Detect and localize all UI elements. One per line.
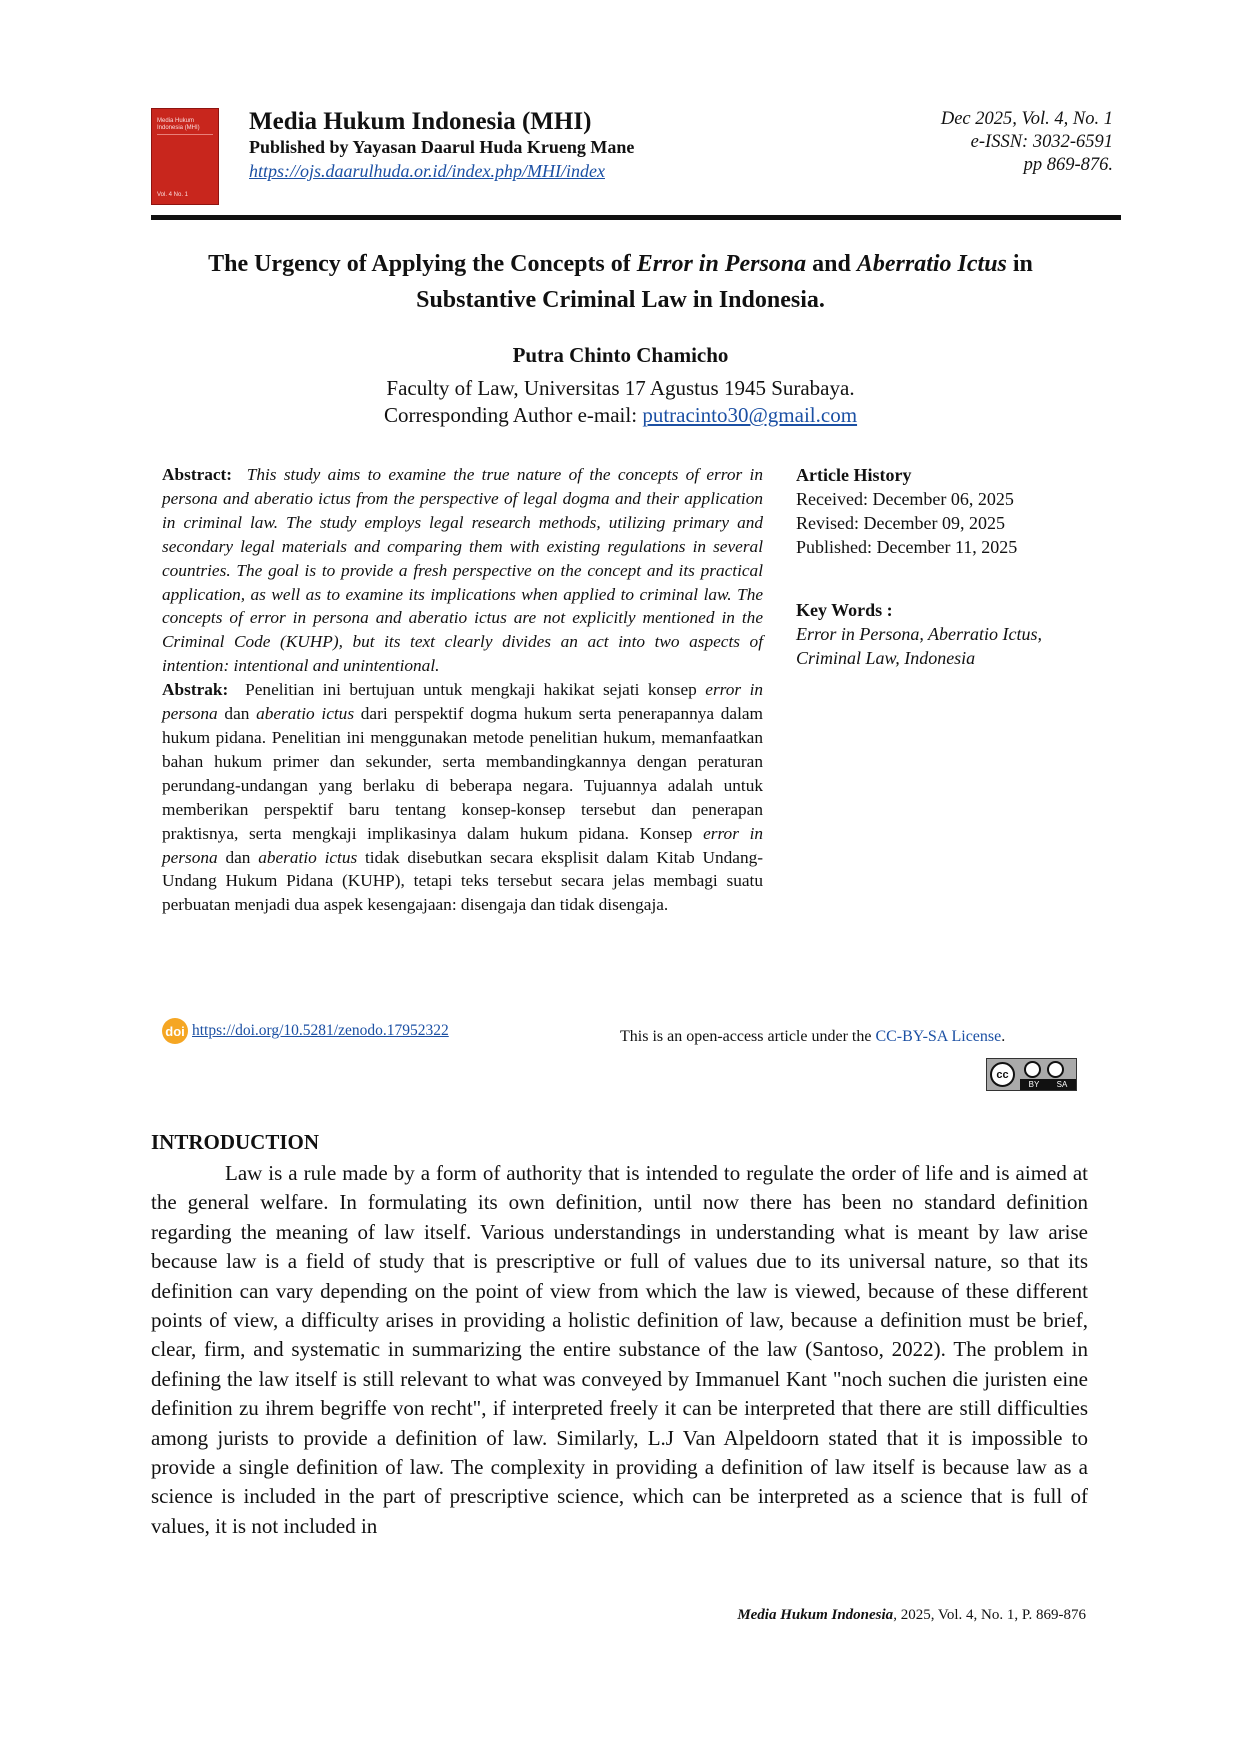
title-emphasis: Aberratio Ictus: [856, 251, 1007, 277]
cc-by-sa-badge-icon[interactable]: cc BY SA: [986, 1058, 1077, 1091]
abstract-indonesian: Abstrak: Penelitian ini bertujuan untuk …: [162, 678, 763, 917]
abstrak-text: dan: [217, 847, 259, 867]
article-history-panel: Article History Received: December 06, 2…: [796, 463, 1116, 670]
history-received: Received: December 06, 2025: [796, 489, 1014, 509]
title-part: The Urgency of Applying the Concepts of: [208, 251, 637, 277]
title-emphasis: Error in Persona: [636, 251, 807, 277]
keywords-line: Criminal Law, Indonesia: [796, 648, 976, 668]
keywords-heading: Key Words :: [796, 600, 893, 620]
doi-link[interactable]: https://doi.org/10.5281/zenodo.17952322: [192, 1022, 449, 1039]
history-heading: Article History: [796, 465, 912, 485]
title-line-2: Substantive Criminal Law in Indonesia.: [416, 287, 825, 313]
abstrak-emphasis: error in persona: [162, 680, 764, 724]
abstract-english-text: This study aims to examine the true natu…: [162, 465, 763, 676]
author-affiliation: Faculty of Law, Universitas 17 Agustus 1…: [386, 376, 855, 400]
journal-cover-thumbnail: Media Hukum Indonesia (MHI) Vol. 4 No. 1: [151, 108, 219, 205]
issue-pages: pp 869-876.: [1023, 155, 1113, 175]
journal-name: Media Hukum Indonesia (MHI): [249, 108, 592, 135]
corr-email-link[interactable]: putracinto30@gmail.com: [642, 403, 858, 427]
article-title: The Urgency of Applying the Concepts of …: [140, 246, 1101, 318]
abstrak-emphasis: error in persona: [162, 823, 764, 867]
doi-row: doi https://doi.org/10.5281/zenodo.17952…: [162, 1018, 449, 1044]
abstrak-text: Penelitian ini bertujuan untuk mengkaji …: [245, 680, 706, 700]
footer-journal: Media Hukum Indonesia: [737, 1607, 894, 1623]
license-text: This is an open-access article under the: [620, 1028, 876, 1045]
header-rule: [151, 215, 1121, 220]
abstract-block: Abstract: This study aims to examine the…: [162, 463, 763, 917]
license-link[interactable]: CC-BY-SA License: [875, 1028, 1002, 1045]
keywords-values: Error in Persona, Aberratio Ictus, Crimi…: [796, 622, 1116, 670]
journal-url-link[interactable]: https://ojs.daarulhuda.or.id/index.php/M…: [249, 161, 605, 181]
section-heading-introduction: INTRODUCTION: [151, 1130, 320, 1154]
abstrak-text: dan: [217, 704, 257, 724]
author-name: Putra Chinto Chamicho: [512, 343, 729, 367]
publisher: Published by Yayasan Daarul Huda Krueng …: [249, 137, 635, 157]
keywords-line: Error in Persona, Aberratio Ictus,: [796, 624, 1042, 644]
introduction-paragraph: Law is a rule made by a form of authorit…: [151, 1161, 1088, 1538]
badge-sa-label: SA: [1056, 1080, 1068, 1089]
abstrak-emphasis: aberatio ictus: [256, 704, 355, 724]
doi-icon: doi: [162, 1018, 188, 1044]
abstrak-text: tidak disebutkan secara eksplisit dalam …: [162, 847, 763, 915]
keywords-block: Key Words : Error in Persona, Aberratio …: [796, 598, 1116, 670]
cover-issue: Vol. 4 No. 1: [157, 192, 189, 198]
license-statement: This is an open-access article under the…: [620, 1028, 1005, 1046]
history-published: Published: December 11, 2025: [796, 537, 1018, 557]
issue-info: Dec 2025, Vol. 4, No. 1 e-ISSN: 3032-659…: [941, 108, 1113, 177]
sa-icon: [1047, 1060, 1064, 1078]
issue-volume: Dec 2025, Vol. 4, No. 1: [940, 109, 1113, 129]
license-end: .: [1001, 1028, 1006, 1045]
cover-title: Media Hukum Indonesia (MHI): [157, 118, 200, 131]
abstract-label: Abstract:: [162, 465, 233, 484]
cc-logo-icon: cc: [990, 1062, 1015, 1087]
corr-label: Corresponding Author e-mail:: [383, 403, 643, 427]
cover-divider: [157, 134, 213, 135]
title-part: and: [806, 251, 857, 277]
cc-attribution-icons: [1020, 1059, 1076, 1079]
abstract-english: Abstract: This study aims to examine the…: [162, 463, 763, 678]
abstrak-label: Abstrak:: [162, 680, 229, 700]
footer-citation: , 2025, Vol. 4, No. 1, P. 869-876: [893, 1607, 1086, 1623]
by-icon: [1024, 1060, 1041, 1078]
page-footer: Media Hukum Indonesia, 2025, Vol. 4, No.…: [737, 1607, 1086, 1624]
history-revised: Revised: December 09, 2025: [796, 513, 1005, 533]
title-part: in: [1006, 251, 1033, 277]
badge-by-label: BY: [1028, 1080, 1040, 1089]
abstrak-text: dari perspektif dogma hukum serta penera…: [162, 704, 763, 843]
corresponding-author: Corresponding Author e-mail: putracinto3…: [140, 403, 1101, 428]
issue-eissn: e-ISSN: 3032-6591: [970, 132, 1113, 152]
cc-badge-labels: BY SA: [1020, 1079, 1076, 1090]
abstrak-emphasis: aberatio ictus: [258, 847, 358, 867]
